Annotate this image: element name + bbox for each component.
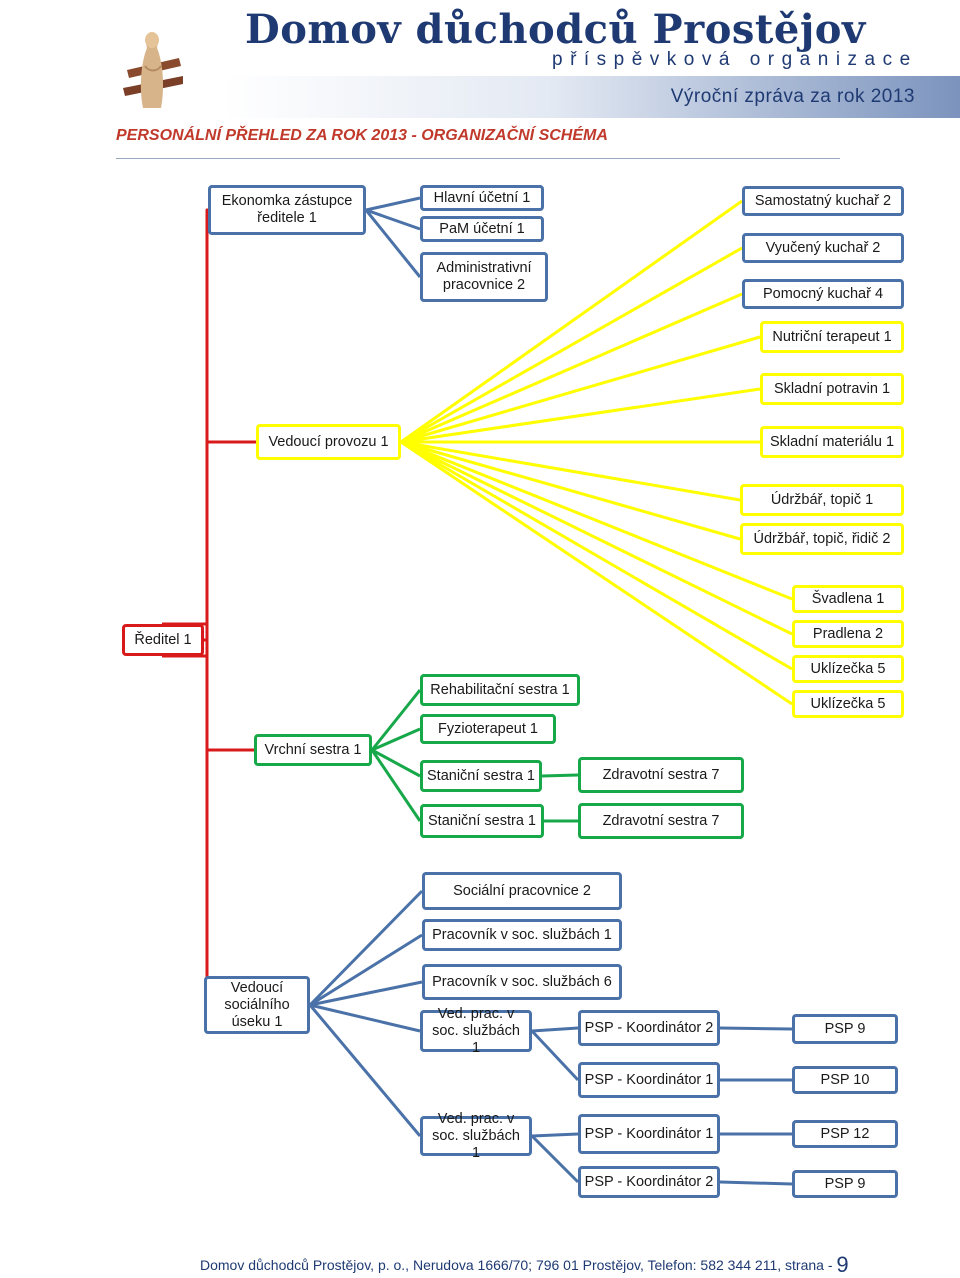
header-bar: [222, 76, 960, 118]
org-name: Domov důchodců Prostějov: [245, 6, 866, 53]
connector-vrchni-stan1: [371, 748, 421, 778]
footer-page-number: 9: [836, 1252, 849, 1277]
org-node-ved2: Ved. prac. v soc. službách 1: [420, 1111, 532, 1161]
org-node-provozu: Vedoucí provozu 1: [256, 424, 401, 460]
connector-ekonomka-hlavni: [365, 196, 421, 212]
report-title: Výroční zpráva za rok 2013: [670, 86, 915, 107]
org-node-socprac: Sociální pracovnice 2: [422, 872, 622, 910]
connector-reditel-socusek: [162, 654, 209, 1007]
org-node-pradlena: Pradlena 2: [792, 620, 904, 648]
footer-page-prefix: strana -: [785, 1257, 833, 1273]
org-node-psp4: PSP 9: [792, 1170, 898, 1198]
connector-socusek-socprac: [308, 889, 424, 1007]
org-node-admin: Administrativní pracovnice 2: [420, 252, 548, 302]
org-node-psp1: PSP 9: [792, 1014, 898, 1044]
org-type: příspěvková organizace: [552, 49, 918, 70]
org-node-udrz1: Údržbář, topič 1: [740, 484, 904, 516]
org-node-ukl1: Uklízečka 5: [792, 655, 904, 683]
connector-provozu-kuch_pom: [400, 292, 743, 444]
footer-address: Domov důchodců Prostějov, p. o., Nerudov…: [200, 1257, 782, 1273]
connector-koord1-psp1: [719, 1026, 793, 1031]
org-node-ved1: Ved. prac. v soc. službách 1: [420, 1006, 532, 1056]
org-node-udrz2: Údržbář, topič, řidič 2: [740, 523, 904, 555]
org-node-hlavni: Hlavní účetní 1: [420, 185, 544, 211]
connector-provozu-kuch_vyu: [400, 246, 743, 444]
connector-socusek-ved2: [308, 1004, 422, 1137]
org-node-stan1: Staniční sestra 1: [420, 760, 542, 792]
logo-icon: [117, 18, 189, 110]
org-node-kuch_vyu: Vyučený kuchař 2: [742, 233, 904, 263]
org-node-koord1: PSP - Koordinátor 2: [578, 1010, 720, 1046]
connector-ved2-koord4: [530, 1134, 580, 1184]
connector-vrchni-rehab: [370, 689, 422, 751]
org-node-koord2: PSP - Koordinátor 1: [578, 1062, 720, 1098]
org-node-psp3: PSP 12: [792, 1120, 898, 1148]
org-node-pss6: Pracovník v soc. službách 6: [422, 964, 622, 1000]
connector-socusek-pss1: [309, 933, 423, 1007]
org-node-svadlena: Švadlena 1: [792, 585, 904, 613]
org-node-socusek: Vedoucí sociálního úseku 1: [204, 976, 310, 1034]
connector-provozu-svadlena: [400, 440, 793, 601]
org-node-pss1: Pracovník v soc. službách 1: [422, 919, 622, 951]
connector-socusek-pss6: [309, 980, 423, 1007]
org-node-stan2: Staniční sestra 1: [420, 804, 544, 838]
connector-provozu-ukl1: [400, 440, 793, 671]
footer: Domov důchodců Prostějov, p. o., Nerudov…: [200, 1252, 849, 1278]
connector-ved1-koord1: [531, 1026, 579, 1033]
org-node-nutri: Nutriční terapeut 1: [760, 321, 904, 353]
org-node-psp2: PSP 10: [792, 1066, 898, 1094]
connector-reditel-provozu: [163, 440, 256, 642]
connector-vrchni-stan2: [370, 749, 422, 822]
connector-provozu-ukl2: [400, 440, 793, 706]
connector-vrchni-fyzio: [371, 727, 421, 752]
connector-stan1-zdrav1: [541, 773, 579, 778]
org-node-vrchni: Vrchní sestra 1: [254, 734, 372, 766]
connector-ekonomka-pam: [365, 208, 421, 231]
org-node-zdrav2: Zdravotní sestra 7: [578, 803, 744, 839]
section-title: PERSONÁLNÍ PŘEHLED ZA ROK 2013 - ORGANIZ…: [116, 127, 608, 144]
org-node-skl_pot: Skladní potravin 1: [760, 373, 904, 405]
org-node-reditel: Ředitel 1: [122, 624, 204, 656]
section-divider: [116, 158, 840, 159]
org-node-ukl2: Uklízečka 5: [792, 690, 904, 718]
org-node-kuch_pom: Pomocný kuchař 4: [742, 279, 904, 309]
connector-provozu-udrz1: [400, 440, 741, 502]
connector-provozu-pradlena: [400, 440, 793, 636]
org-node-koord4: PSP - Koordinátor 2: [578, 1166, 720, 1198]
org-node-ekonomka: Ekonomka zástupce ředitele 1: [208, 185, 366, 235]
org-node-kuch_sam: Samostatný kuchař 2: [742, 186, 904, 216]
org-node-koord3: PSP - Koordinátor 1: [578, 1114, 720, 1154]
org-node-pam: PaM účetní 1: [420, 216, 544, 242]
connector-koord4-psp4: [719, 1180, 793, 1186]
connector-provozu-nutri: [400, 335, 761, 444]
org-node-fyzio: Fyzioterapeut 1: [420, 714, 556, 744]
connector-ved1-koord2: [530, 1029, 580, 1082]
org-node-skl_mat: Skladní materiálu 1: [760, 426, 904, 458]
connector-socusek-ved1: [309, 1003, 421, 1033]
connector-provozu-udrz2: [400, 440, 741, 541]
org-node-rehab: Rehabilitační sestra 1: [420, 674, 580, 706]
connector-ved2-koord3: [531, 1132, 579, 1138]
connector-reditel-ekonomka: [162, 208, 209, 626]
connector-provozu-kuch_sam: [400, 199, 743, 444]
connector-ekonomka-admin: [364, 209, 422, 278]
org-node-zdrav1: Zdravotní sestra 7: [578, 757, 744, 793]
connector-provozu-skl_pot: [400, 387, 761, 444]
